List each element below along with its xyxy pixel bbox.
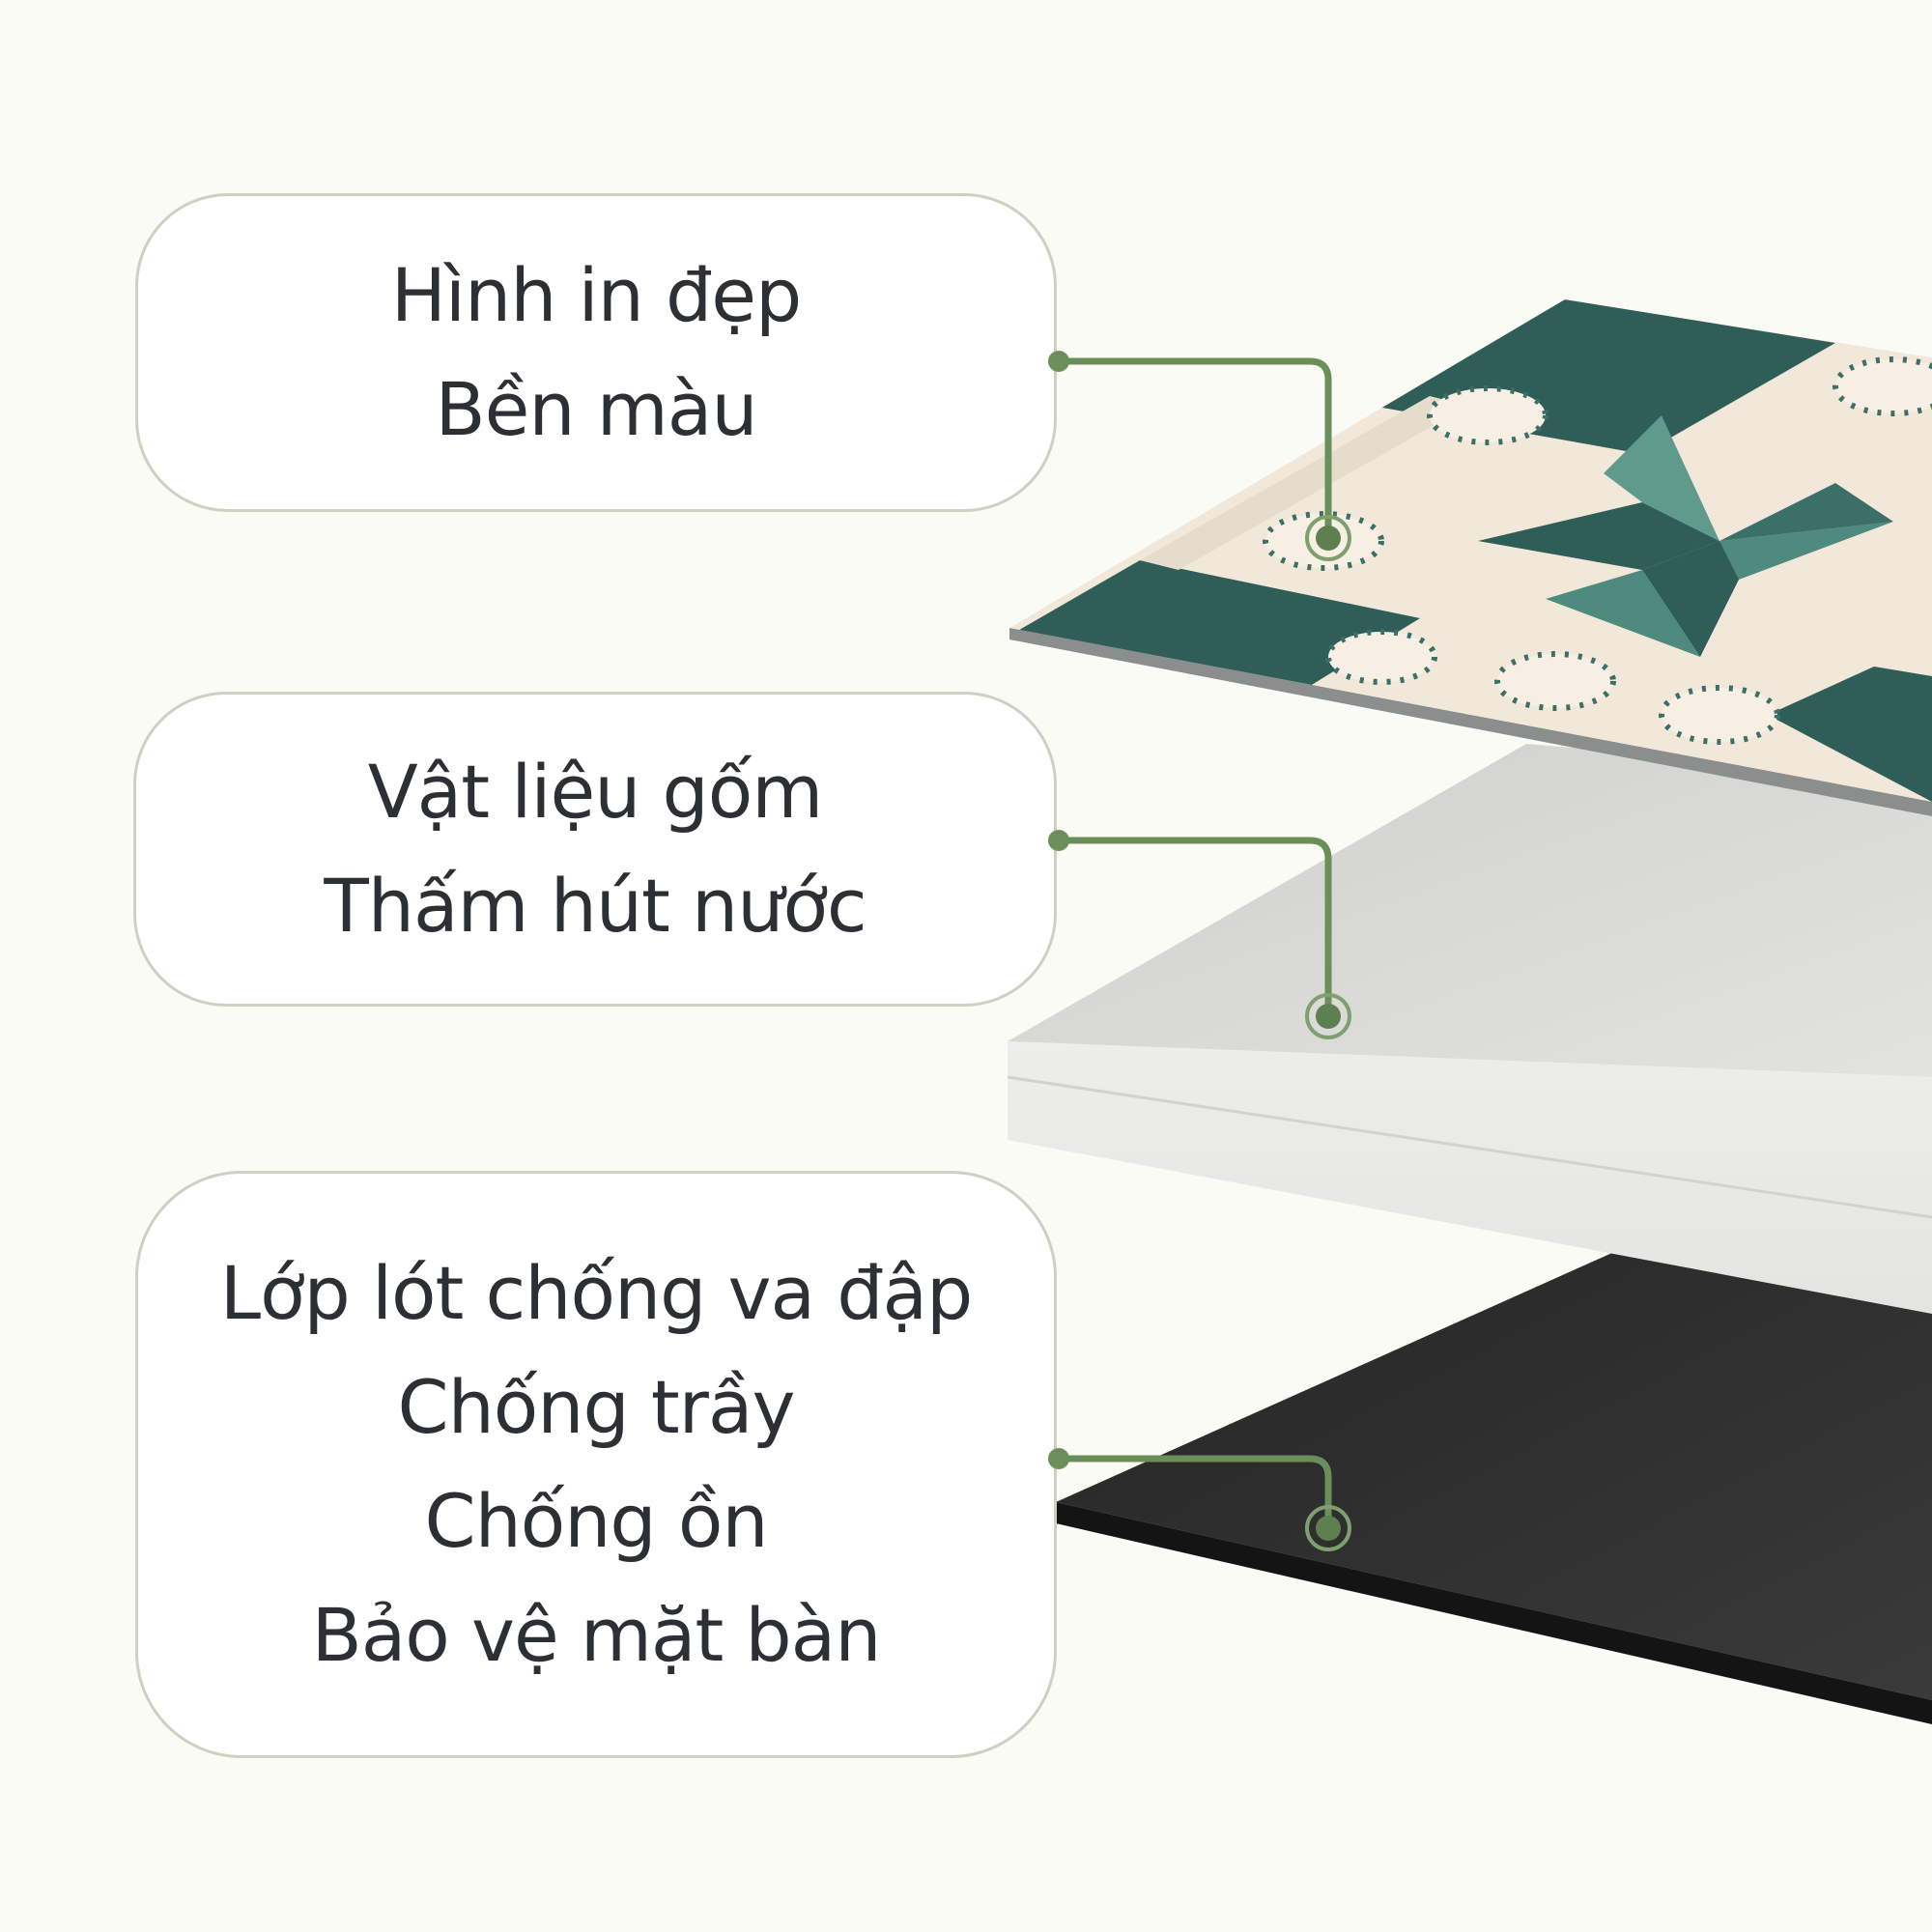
ceramic-layer	[1007, 744, 1932, 1314]
callout-line: Hình in đẹp	[390, 252, 802, 338]
callout-line: Thấm hút nước	[324, 863, 867, 949]
print-layer	[1009, 299, 1932, 816]
callout-line: Bền màu	[435, 366, 758, 452]
callout-base-layer: Lớp lót chống va đập Chống trầy Chống ồn…	[135, 1171, 1057, 1758]
callout-line: Chống trầy	[397, 1364, 796, 1450]
base-layer	[1056, 1239, 1932, 1724]
callout-line: Lớp lót chống va đập	[219, 1250, 974, 1336]
callout-ceramic-layer: Vật liệu gốm Thấm hút nước	[133, 692, 1057, 1007]
callout-line: Bảo vệ mặt bàn	[311, 1592, 882, 1678]
callout-line: Chống ồn	[424, 1478, 769, 1564]
callout-line: Vật liệu gốm	[367, 749, 824, 835]
callout-print-layer: Hình in đẹp Bền màu	[135, 193, 1057, 512]
